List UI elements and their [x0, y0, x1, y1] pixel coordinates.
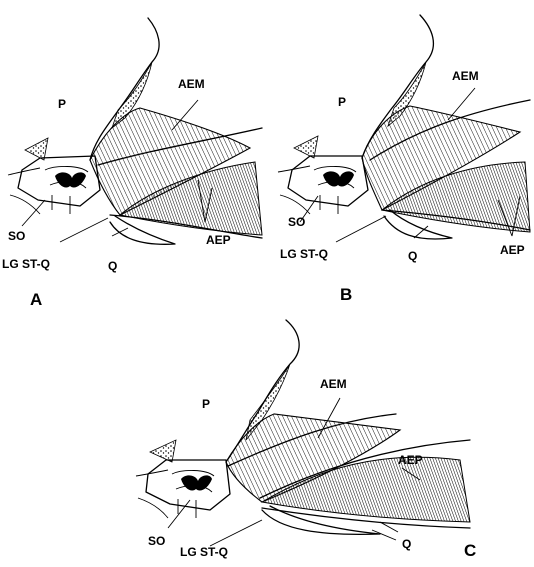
left-spike	[25, 138, 48, 160]
panel-letter-a: A	[30, 290, 42, 309]
label-lg-st-q: LG ST-Q	[180, 545, 228, 559]
left-line	[136, 470, 168, 518]
panel-b: P AEM SO LG ST-Q Q AEP B	[278, 15, 530, 304]
label-q: Q	[408, 249, 417, 263]
label-so: SO	[8, 229, 25, 243]
label-p: P	[58, 97, 66, 111]
label-aem: AEM	[452, 69, 479, 83]
leader-lg	[336, 216, 386, 242]
label-so: SO	[288, 215, 305, 229]
label-p: P	[202, 397, 210, 411]
leader-aem	[448, 88, 475, 120]
label-aem: AEM	[320, 377, 347, 391]
panel-letter-b: B	[340, 285, 352, 304]
label-aem: AEM	[178, 77, 205, 91]
label-p: P	[338, 95, 346, 109]
label-aep: AEP	[398, 453, 423, 467]
leader-lg	[60, 218, 108, 242]
cavity	[55, 172, 86, 187]
label-so: SO	[148, 534, 165, 548]
label-q: Q	[108, 259, 117, 273]
panel-c: P AEM SO LG ST-Q Q AEP C	[136, 320, 476, 560]
left-spike	[294, 136, 318, 158]
label-lg-st-q: LG ST-Q	[280, 247, 328, 261]
leader-so	[22, 200, 45, 226]
leader-q	[112, 228, 128, 236]
label-q: Q	[402, 537, 411, 551]
panel-a: P AEM SO LG ST-Q Q AEP A	[2, 18, 262, 309]
left-spike	[150, 440, 176, 462]
leader-lg	[210, 520, 262, 546]
label-lg-st-q: LG ST-Q	[2, 257, 50, 271]
leader-q	[372, 522, 398, 540]
label-aep: AEP	[500, 243, 525, 257]
panel-letter-c: C	[464, 541, 476, 560]
label-aep: AEP	[206, 233, 231, 247]
left-line	[278, 166, 310, 214]
